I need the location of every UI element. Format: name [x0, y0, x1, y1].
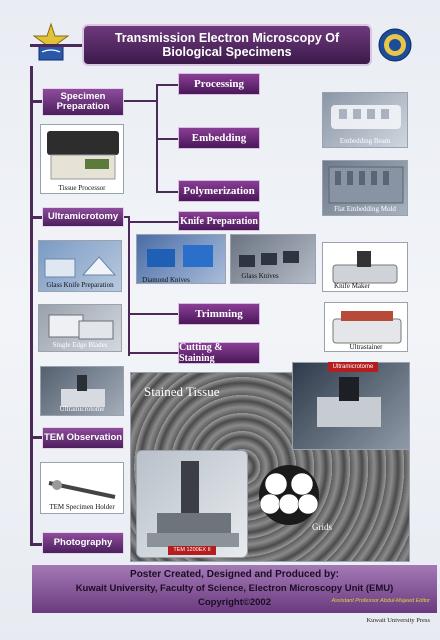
caption-diamond-knives: Diamond Knives	[142, 276, 190, 284]
glass-knife-preparation-photo	[38, 240, 122, 292]
step-trimming: Trimming	[178, 303, 260, 325]
spine-top-link	[30, 44, 82, 47]
poster-title: Transmission Electron Microscopy Of Biol…	[82, 24, 372, 66]
link-stage3	[30, 436, 42, 439]
link-stage4	[30, 543, 42, 546]
tem-instrument-photo	[136, 450, 248, 558]
embedding-beam-photo	[322, 92, 408, 148]
footer-copyright: Copyright©2002	[198, 597, 271, 608]
single-edge-blades-photo	[38, 304, 122, 352]
flat-embedding-mold-photo	[322, 160, 408, 216]
branch-ultra	[124, 216, 130, 218]
diamond-knives-photo	[136, 234, 226, 284]
branch-processing	[156, 84, 178, 86]
tem-specimen-holder-photo	[40, 462, 124, 514]
stage-ultramicrotomy: Ultramicrotomy	[42, 207, 124, 227]
ultramicrotome-photo	[40, 366, 124, 416]
caption-tissue-processor: Tissue Processor	[58, 184, 106, 192]
caption-embedding-beam: Embedding Beam	[339, 137, 391, 145]
grids-illustration	[252, 462, 326, 528]
branch-ultra-vert	[128, 216, 130, 356]
faculty-seal	[378, 28, 412, 62]
caption-grids: Grids	[312, 522, 332, 532]
ultramicrotome-closeup	[292, 362, 410, 450]
glass-knives-photo	[230, 234, 316, 284]
ultramicrotome-tag: Ultramicrotome	[328, 362, 378, 372]
caption-glass-knives: Glass Knives	[241, 272, 279, 280]
link-stage1	[30, 100, 42, 103]
university-logo	[30, 22, 72, 64]
branch-cutting	[128, 352, 178, 354]
tem-tag: TEM 1200EX II	[168, 546, 216, 555]
branch-polymerization	[156, 191, 178, 193]
branch-embedding	[156, 138, 178, 140]
main-spine	[30, 66, 33, 546]
tissue-processor-photo	[40, 124, 124, 194]
step-polymerization: Polymerization	[178, 180, 260, 202]
link-stage2	[30, 216, 42, 219]
footer-editor: Assistant Professor Abdul-Majeed Editor	[331, 598, 430, 604]
stage-tem-observation: TEM Observation	[42, 427, 124, 449]
branch-knife	[128, 221, 178, 223]
branch-trimming	[128, 313, 178, 315]
caption-ultrastainer: Ultrastainer	[349, 343, 383, 351]
caption-stained-tissue: Stained Tissue	[144, 384, 220, 399]
footer-institution: Kuwait University, Faculty of Science, E…	[75, 583, 394, 594]
branch-specimen	[124, 100, 156, 102]
step-processing: Processing	[178, 73, 260, 95]
caption-tem-specimen-holder: TEM Specimen Holder	[49, 503, 115, 511]
footer-panel	[32, 565, 437, 613]
caption-flat-embedding-mold: Flat Embedding Mold	[334, 205, 396, 213]
step-knife-preparation: Knife Preparation	[178, 211, 260, 231]
knife-maker-photo	[322, 242, 408, 292]
caption-single-edge-blades: Single Edge Blades	[52, 341, 108, 349]
footer-press: Kuwait University Press	[366, 617, 430, 624]
footer-credit: Poster Created, Designed and Produced by…	[130, 569, 339, 580]
step-embedding: Embedding	[178, 127, 260, 149]
stage-specimen-preparation: Specimen Preparation	[42, 88, 124, 116]
caption-glass-knife-preparation: Glass Knife Preparation	[46, 281, 114, 289]
ultrastainer-photo	[324, 302, 408, 352]
step-cutting-staining: Cutting & Staining	[178, 342, 260, 364]
caption-knife-maker: Knife Maker	[334, 282, 370, 290]
stage-photography: Photography	[42, 532, 124, 554]
caption-ultramicrotome: Ultramicrotome	[59, 405, 105, 413]
